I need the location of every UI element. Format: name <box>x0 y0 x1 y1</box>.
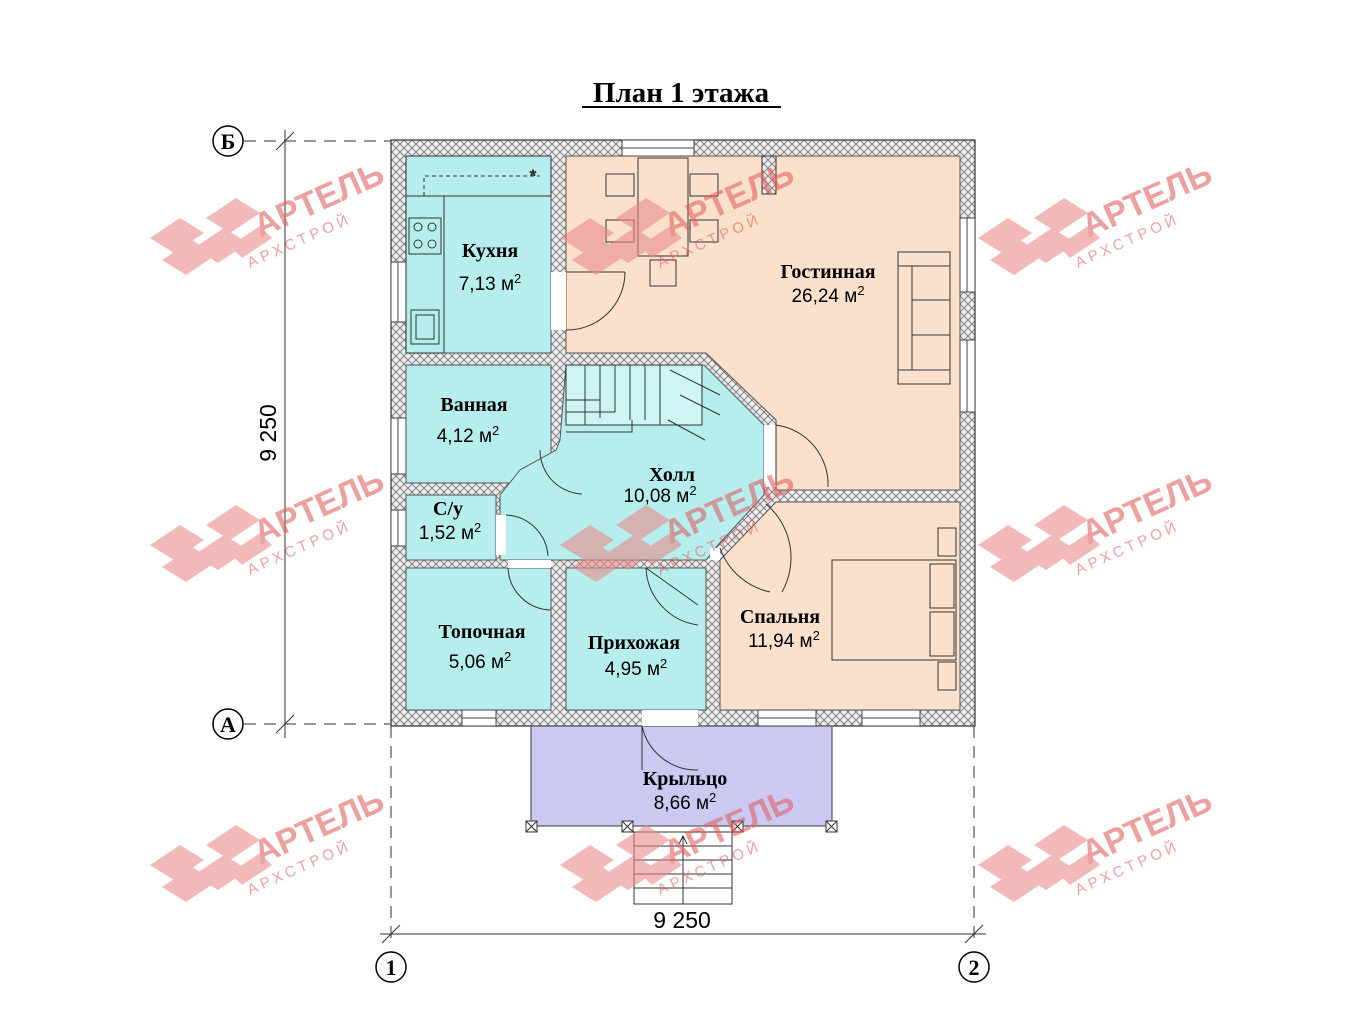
kitchen-area: 7,13 м2 <box>459 271 522 295</box>
axis-label-right: 2 <box>969 955 980 980</box>
boiler-area: 5,06 м2 <box>449 649 512 673</box>
bed <box>831 527 957 691</box>
watermark: АРТЕЛЬ АРХСТРОЙ <box>978 781 1218 902</box>
dimension-horizontal: 9 250 <box>653 907 711 933</box>
dimension-lines <box>244 130 986 946</box>
wc-area: 1,52 м2 <box>419 520 482 544</box>
watermark: АРТЕЛЬ АРХСТРОЙ <box>150 461 390 582</box>
entry-name: Прихожая <box>588 632 680 654</box>
watermark: АРТЕЛЬ АРХСТРОЙ <box>150 781 390 902</box>
porch-area: 8,66 м2 <box>654 790 717 814</box>
dimension-vertical: 9 250 <box>255 404 281 462</box>
watermark: АРТЕЛЬ АРХСТРОЙ <box>978 154 1218 275</box>
axis-label-left: 1 <box>386 955 397 980</box>
windows <box>390 139 976 727</box>
porch-posts <box>525 820 838 833</box>
bedroom-name: Спальня <box>740 606 820 628</box>
boiler-name: Топочная <box>438 621 525 643</box>
room-entry <box>565 567 707 711</box>
door-openings <box>496 272 776 726</box>
living-name: Гостинная <box>780 261 875 283</box>
hall-name: Холл <box>649 464 695 486</box>
hall-area: 10,08 м2 <box>623 483 696 507</box>
plan-title: План 1 этажа <box>593 77 770 109</box>
kitchen-furniture: * <box>405 155 552 354</box>
axis-label-top: Б <box>221 129 236 154</box>
staircase <box>565 364 721 441</box>
watermark: АРТЕЛЬ АРХСТРОЙ <box>978 461 1218 582</box>
kitchen-name: Кухня <box>462 240 519 262</box>
bath-area: 4,12 м2 <box>437 423 500 447</box>
room-boiler <box>405 567 552 711</box>
bath-name: Ванная <box>440 394 507 416</box>
room-bath <box>405 364 552 484</box>
bedroom-area: 11,94 м2 <box>748 628 820 652</box>
room-porch <box>530 725 833 827</box>
room-wc <box>405 494 497 561</box>
axis-label-bottom: А <box>220 712 236 737</box>
axis-markers <box>212 125 990 983</box>
sofa <box>897 251 951 385</box>
svg-text:*: * <box>530 168 536 185</box>
watermark: АРТЕЛЬ АРХСТРОЙ <box>150 154 390 275</box>
living-area: 26,24 м2 <box>791 283 864 307</box>
entry-area: 4,95 м2 <box>605 656 668 680</box>
porch-name: Крыльцо <box>643 768 728 790</box>
wc-name: С/у <box>433 498 463 520</box>
